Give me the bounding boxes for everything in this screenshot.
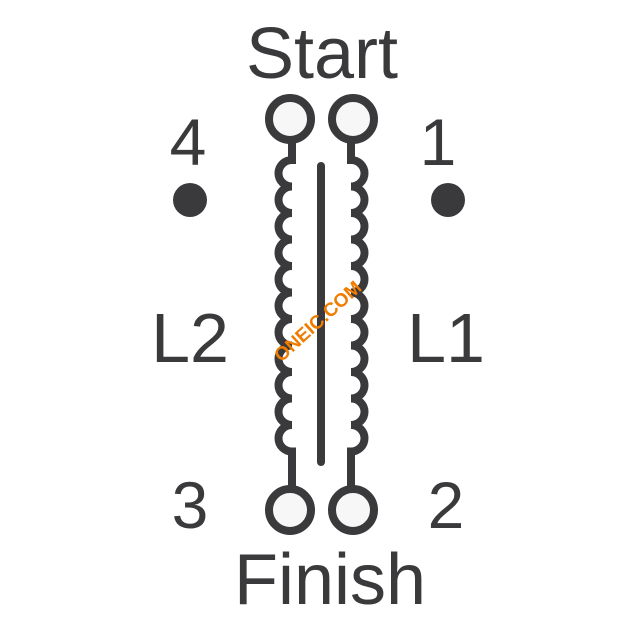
winding-l1-label: L1 bbox=[407, 299, 485, 377]
terminal-1 bbox=[328, 94, 378, 144]
pin-1-label: 1 bbox=[420, 105, 457, 179]
winding-l1-coil bbox=[347, 136, 369, 494]
polarity-dot-right bbox=[431, 183, 465, 217]
terminal-4 bbox=[265, 94, 315, 144]
terminal-3 bbox=[265, 485, 315, 535]
finish-label: Finish bbox=[234, 540, 426, 620]
polarity-dot-left bbox=[173, 183, 207, 217]
pin-3-label: 3 bbox=[172, 468, 209, 542]
winding-l2-coil bbox=[274, 136, 296, 494]
start-label: Start bbox=[246, 14, 398, 94]
winding-l2-label: L2 bbox=[151, 299, 229, 377]
terminal-2 bbox=[328, 485, 378, 535]
pin-2-label: 2 bbox=[428, 468, 465, 542]
pin-4-label: 4 bbox=[170, 105, 207, 179]
